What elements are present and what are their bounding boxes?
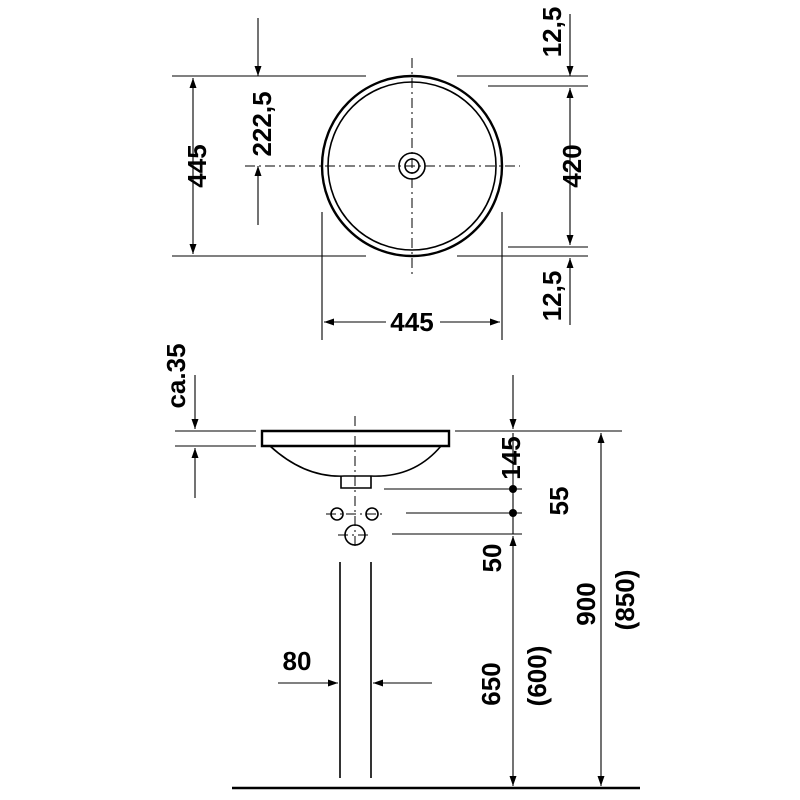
rim-bottom-label: 12,5 — [537, 271, 567, 322]
basin-rim — [260, 429, 451, 448]
inner-height-label: 420 — [557, 144, 587, 187]
basin-bowl — [269, 445, 442, 477]
drain-offset-label: 222,5 — [247, 91, 277, 156]
drain-to-outlet-label: 55 — [544, 487, 574, 516]
mount-height-label: 900 — [571, 582, 601, 625]
waste-height-alt-label: (600) — [522, 646, 552, 707]
side-view: ca.35 145 55 50 650 (600) 900 (850) 80 — [161, 343, 640, 790]
basin-outer-circle — [320, 74, 504, 258]
outlet-to-trap-label: 50 — [477, 544, 507, 573]
top-view: 445 222,5 12,5 420 12,5 445 — [172, 7, 588, 340]
drain-fitting — [340, 476, 372, 489]
waste-height-label: 650 — [476, 662, 506, 705]
overall-height-label: 445 — [182, 144, 212, 187]
mount-height-alt-label: (850) — [610, 570, 640, 631]
drain-depth-label: 145 — [496, 436, 526, 479]
rim-height-label: ca.35 — [161, 343, 191, 408]
pipe-width-label: 80 — [283, 646, 312, 676]
overall-width-label: 445 — [390, 307, 433, 337]
rim-top-label: 12,5 — [537, 7, 567, 58]
